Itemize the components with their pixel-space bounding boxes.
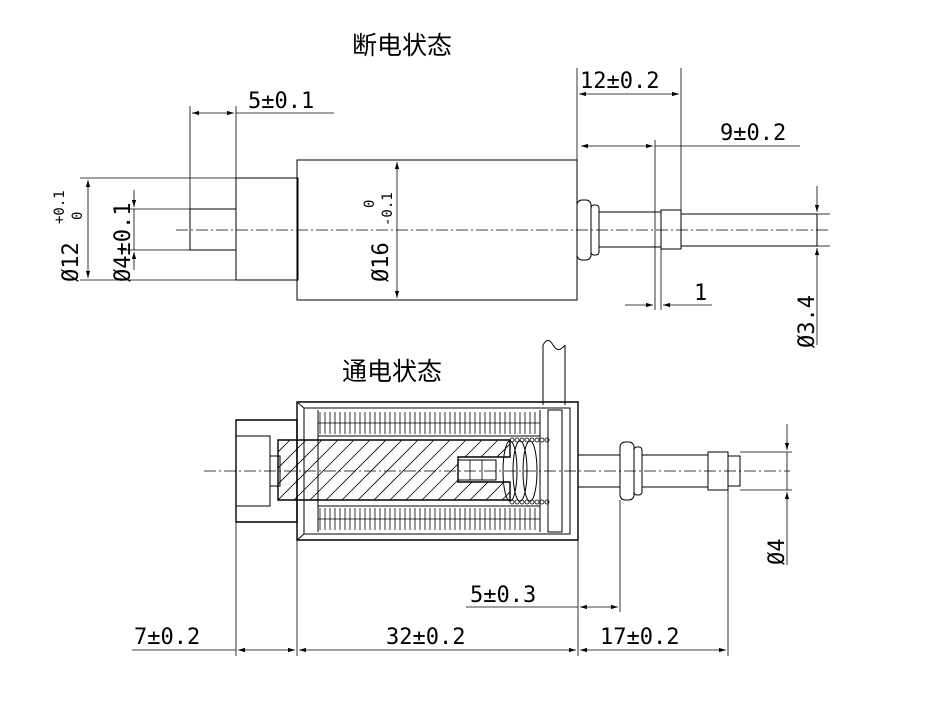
spring-bead [519,437,525,443]
spring-bead [529,499,535,505]
hatch-line [437,440,499,500]
hatch-line [278,440,323,500]
spring-bead [509,437,515,443]
spring-bead [544,499,550,505]
spring-bead [509,499,515,505]
hatch-line [373,440,435,500]
hatch-line [550,440,610,500]
dim-1: 1 [694,281,707,306]
hatch-line [341,440,403,500]
dim-7-02: 7±0.2 [134,625,200,650]
dim-phi16-tol-lower: -0.1 [380,192,396,226]
hatch-line [389,440,451,500]
spring-bead [539,437,545,443]
dim-phi34: Ø3.4 [795,295,820,348]
dim-phi4-01: Ø4±0.1 [111,203,136,282]
dim-5-01: 5±0.1 [248,89,314,114]
hatch-line [325,440,387,500]
dim-phi4: Ø4 [765,539,790,566]
spring-bead [539,499,545,505]
off-state-view: 5±0.1 12±0.2 9±0.2 1 Ø12 +0.1 0 Ø4±0 [52,68,830,348]
hatch-line [293,440,355,500]
hatch-line [405,440,467,500]
hatch-line [421,440,483,500]
spring-bead [529,437,535,443]
hatch-line [278,440,291,500]
dim-32-02: 32±0.2 [386,625,465,650]
dim-phi12-tol-lower: 0 [70,212,86,220]
spring-bead [524,499,530,505]
spring-bead [524,437,530,443]
hatch-line [534,440,594,500]
spring-bead [514,437,520,443]
spring-bead [514,499,520,505]
off-state-title: 断电状态 [352,31,452,60]
dim-phi16-tol-upper: 0 [362,200,378,208]
core-hatch [278,440,610,500]
dim-12-02: 12±0.2 [580,69,659,94]
dim-9-02: 9±0.2 [720,121,786,146]
hatch-line [357,440,419,500]
spring-bead [544,437,550,443]
dim-17-02: 17±0.2 [600,625,679,650]
hatch-line [309,440,371,500]
hatch-line [501,440,510,500]
coil-winding-bottom [318,508,540,530]
spring-bead [534,437,540,443]
dim-phi16: Ø16 [369,242,394,282]
hatch-line [278,440,307,500]
dim-5-03: 5±0.3 [470,583,536,608]
hatch-line [278,440,339,500]
on-state-title: 通电状态 [342,357,442,386]
hatch-line [469,440,510,500]
hatch-line [485,440,510,500]
dim-phi12-tol-upper: +0.1 [52,190,68,224]
spring-bead [534,499,540,505]
dim-phi12: Ø12 [59,242,84,282]
on-state-view: Ø4 5±0.3 7±0.2 32±0.2 17±0.2 [132,340,792,656]
coil-winding-top [318,412,540,434]
spring-bead [519,499,525,505]
